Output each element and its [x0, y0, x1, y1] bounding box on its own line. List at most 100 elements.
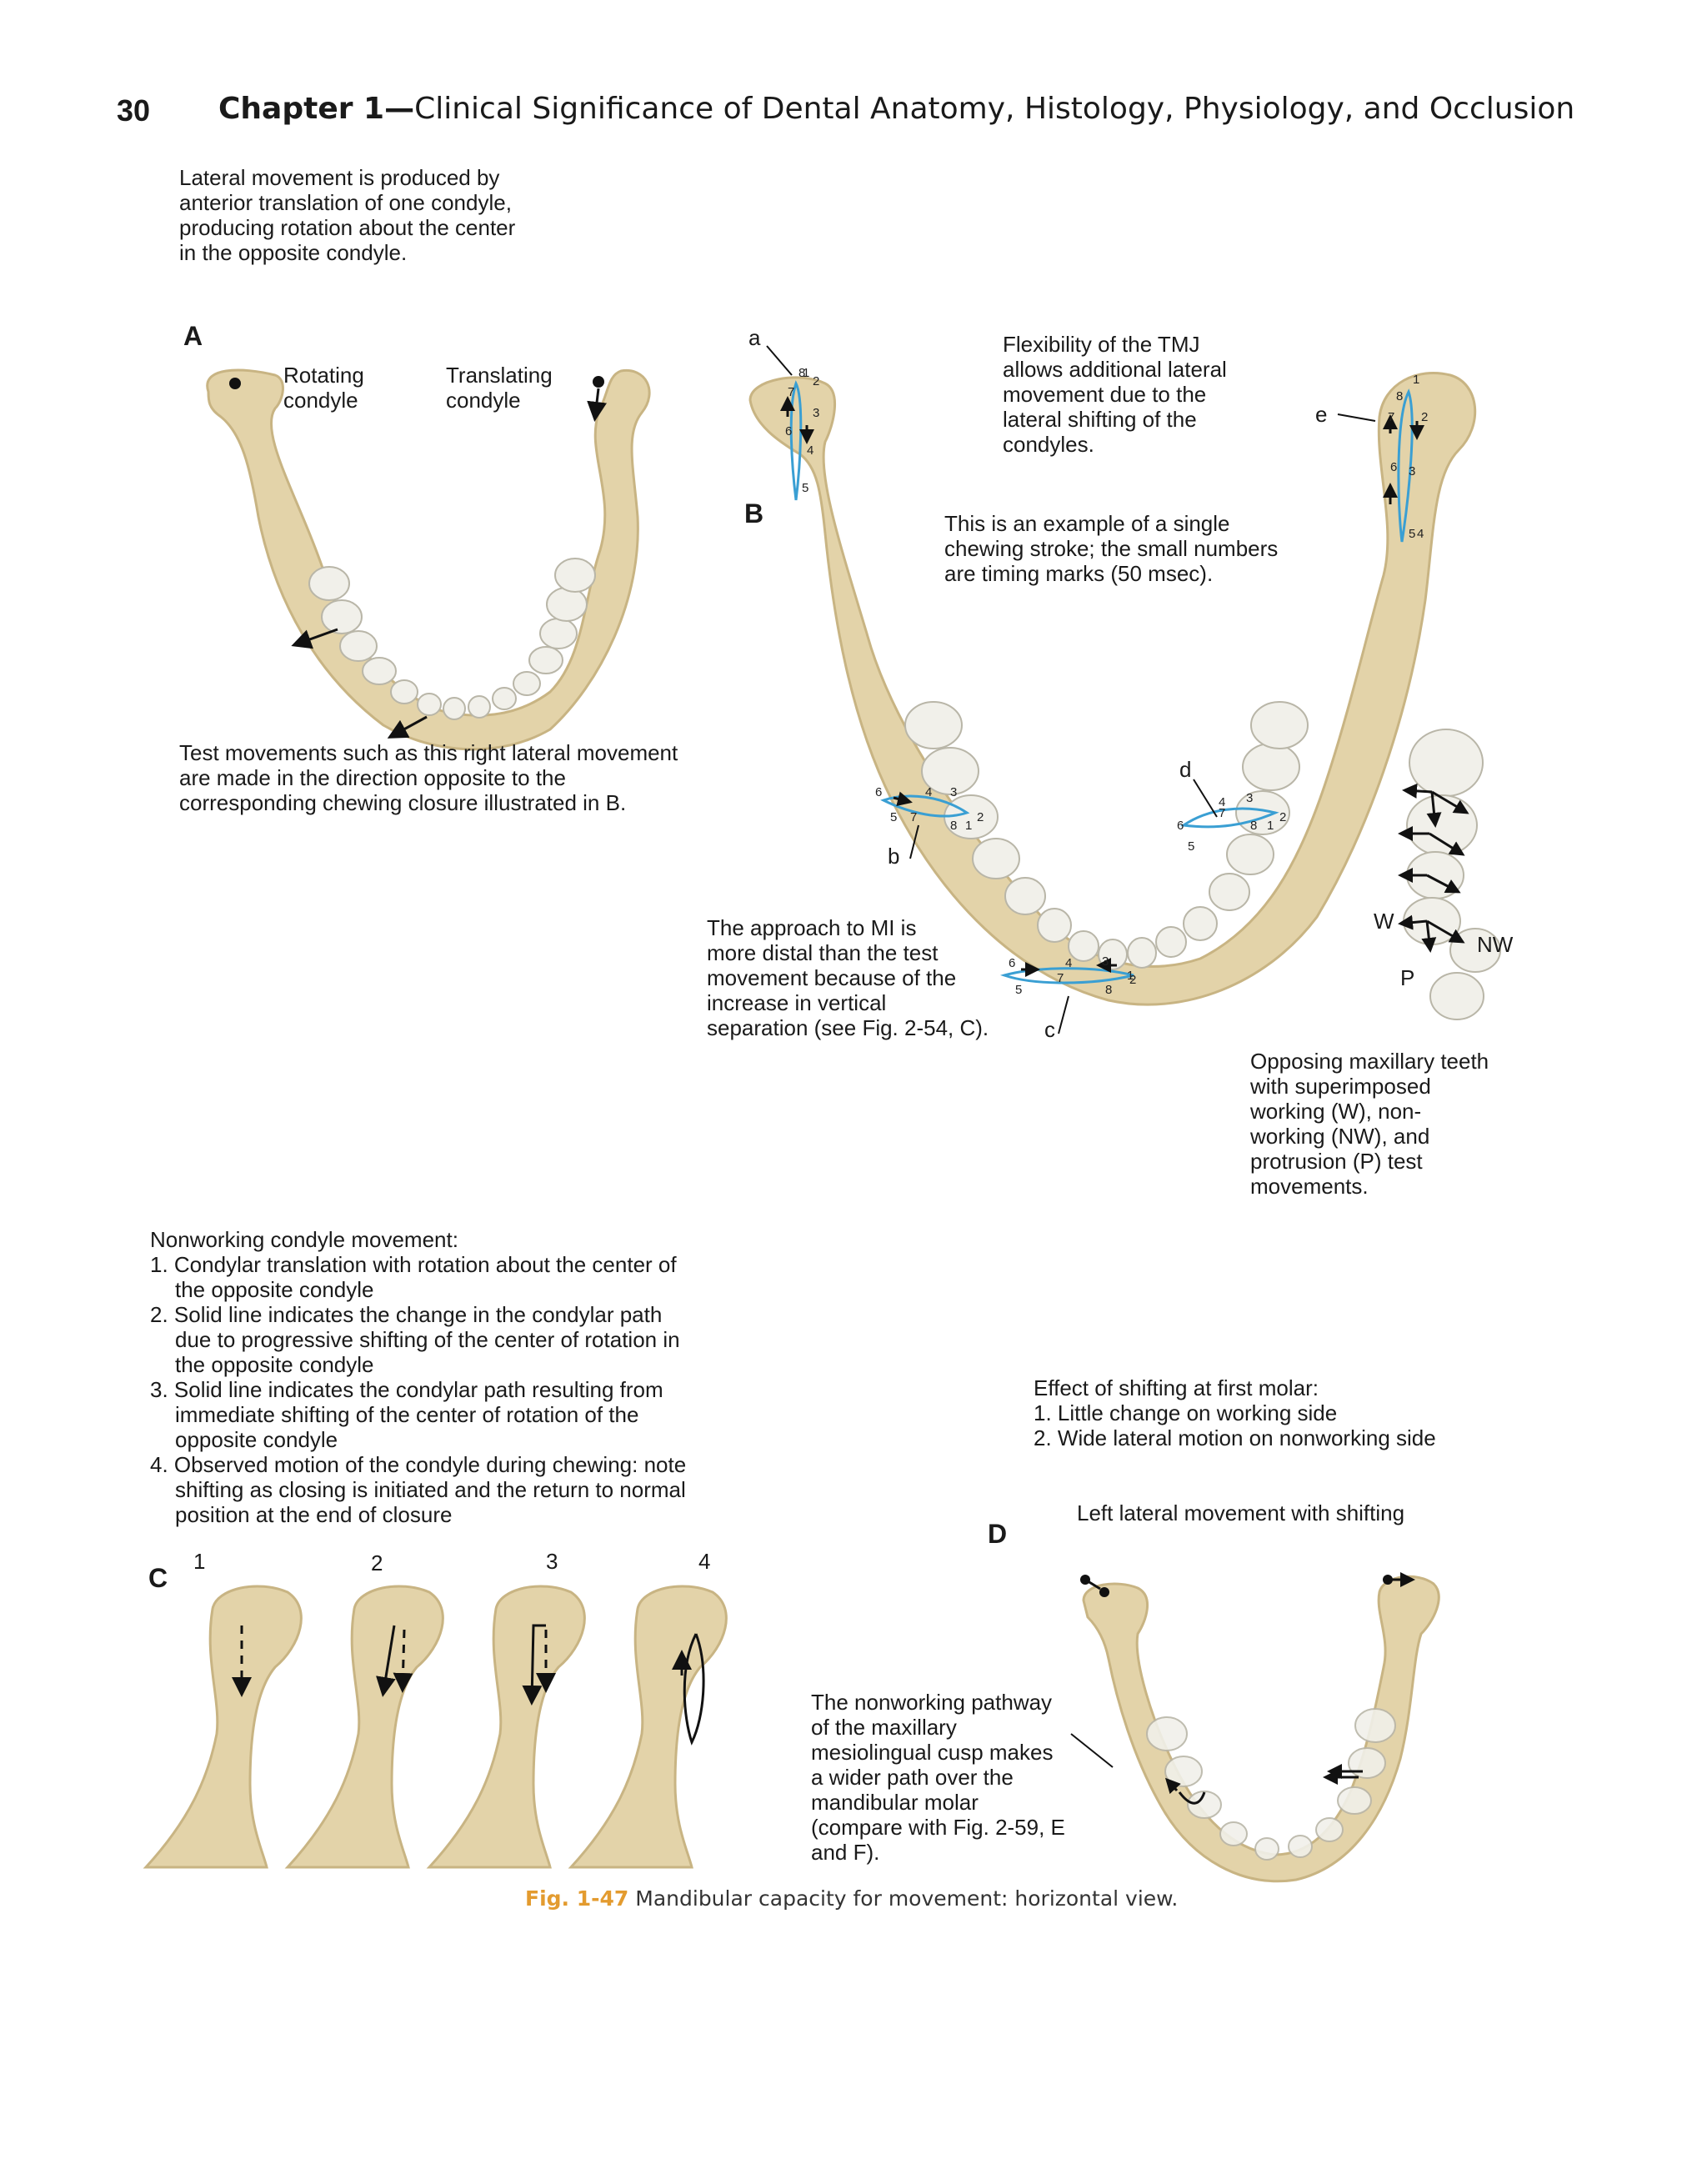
path-label-b: b — [888, 844, 900, 869]
chapter-title: Clinical Significance of Dental Anatomy,… — [414, 92, 1575, 126]
text-line: condyles. — [1003, 432, 1094, 457]
condyle-number-3: 3 — [546, 1549, 558, 1574]
timing-mark: 3 — [950, 785, 957, 799]
timing-mark: 8 — [1250, 819, 1257, 833]
effect-of-shifting-text: Effect of shifting at first molar: 1. Li… — [1034, 1375, 1436, 1450]
timing-mark: 6 — [1390, 460, 1397, 474]
condyle-number-4: 4 — [698, 1549, 711, 1574]
intro-line: in the opposite condyle. — [179, 240, 408, 265]
condyle-number-1: 1 — [193, 1549, 206, 1574]
chapter-heading: Chapter 1—Clinical Significance of Denta… — [218, 92, 1574, 126]
timing-mark: 3 — [1102, 954, 1109, 969]
flexibility-text: Flexibility of the TMJ allows additional… — [1003, 332, 1227, 457]
timing-mark: 6 — [785, 424, 792, 438]
timing-mark: 1 — [1267, 819, 1274, 833]
timing-mark: 8 — [1396, 389, 1403, 403]
timing-mark: 3 — [1246, 791, 1253, 805]
nonworking-list: 1. Condylar translation with rotation ab… — [150, 1252, 700, 1527]
panel-letter-a: A — [183, 321, 203, 351]
list-item: 4. Observed motion of the condyle during… — [150, 1452, 687, 1527]
text-line: separation (see Fig. 2-54, C). — [707, 1015, 989, 1040]
path-label-a: a — [748, 325, 761, 350]
text-line: more distal than the test — [707, 940, 939, 965]
text-line: Opposing maxillary teeth — [1250, 1049, 1489, 1074]
working-label: W — [1374, 909, 1394, 934]
timing-mark: 7 — [1388, 410, 1394, 424]
text-line: of the maxillary — [811, 1715, 957, 1740]
list-item: 2. Solid line indicates the change in th… — [150, 1302, 680, 1377]
intro-line: producing rotation about the center — [179, 215, 516, 240]
timing-mark: 4 — [1417, 527, 1424, 541]
path-label-d: d — [1179, 757, 1192, 782]
intro-line: Lateral movement is produced by — [179, 165, 500, 190]
left-lateral-label: Left lateral movement with shifting — [1077, 1500, 1405, 1525]
panel-letter-d: D — [988, 1519, 1008, 1549]
intro-text: Lateral movement is produced by anterior… — [179, 165, 515, 265]
timing-mark: 5 — [1015, 983, 1022, 997]
timing-mark: 1 — [965, 819, 972, 833]
path-label-c: c — [1044, 1017, 1055, 1042]
maxillary-teeth — [1398, 729, 1501, 1020]
figure-label: Fig. 1-47 — [525, 1886, 629, 1911]
panel-letter-c: C — [148, 1563, 168, 1593]
text-line: with superimposed — [1250, 1074, 1431, 1099]
panel-letter-b: B — [744, 498, 764, 528]
text-line: protrusion (P) test — [1250, 1149, 1423, 1174]
label-line: Translating — [446, 363, 553, 388]
path-label-e: e — [1315, 402, 1328, 427]
intro-line: anterior translation of one condyle, — [179, 190, 512, 215]
chewing-stroke-text: This is an example of a single chewing s… — [944, 511, 1278, 586]
timing-mark: 2 — [1279, 810, 1286, 824]
text-line: increase in vertical — [707, 990, 887, 1015]
timing-mark: 7 — [1219, 806, 1225, 820]
figure-caption: Fig. 1-47 Mandibular capacity for moveme… — [525, 1886, 1178, 1911]
timing-mark: 5 — [802, 481, 808, 495]
text-line: working (W), non- — [1250, 1099, 1422, 1124]
timing-mark: 7 — [1057, 971, 1064, 985]
list-title: Nonworking condyle movement: — [150, 1227, 458, 1252]
text-line: are made in the direction opposite to th… — [179, 765, 566, 790]
list-item: 3. Solid line indicates the condylar pat… — [150, 1377, 663, 1452]
nonworking-condyle-text: Nonworking condyle movement: 1. Condylar… — [150, 1227, 700, 1527]
timing-mark: 4 — [1065, 956, 1072, 970]
timing-mark: 8 — [950, 819, 957, 833]
timing-mark: 4 — [925, 785, 932, 799]
timing-mark: 5 — [1409, 527, 1415, 541]
text-line: movement because of the — [707, 965, 957, 990]
timing-mark: 2 — [1129, 973, 1136, 987]
timing-mark: 6 — [1009, 956, 1015, 970]
opposing-teeth-text: Opposing maxillary teeth with superimpos… — [1250, 1049, 1489, 1199]
text-line: and F). — [811, 1840, 880, 1865]
label-line: condyle — [283, 388, 358, 413]
timing-mark: 8 — [1105, 983, 1112, 997]
mandible-b — [748, 345, 1477, 1034]
page-number: 30 — [117, 93, 151, 128]
text-line: Test movements such as this right latera… — [179, 740, 678, 765]
text-line: mesiolingual cusp makes — [811, 1740, 1054, 1765]
timing-mark: 4 — [807, 443, 813, 458]
text-line: (compare with Fig. 2-59, E — [811, 1815, 1065, 1840]
rotating-condyle-label: Rotating condyle — [283, 363, 364, 413]
text-line: The nonworking pathway — [811, 1690, 1053, 1715]
chapter-label: Chapter 1— — [218, 92, 415, 126]
text-line: allows additional lateral — [1003, 357, 1227, 382]
text-line: This is an example of a single — [944, 511, 1230, 536]
timing-mark: 3 — [1409, 464, 1415, 478]
timing-mark: 6 — [875, 785, 882, 799]
test-movements-text: Test movements such as this right latera… — [179, 740, 678, 815]
timing-mark: 2 — [813, 374, 819, 388]
label-line: Rotating — [283, 363, 364, 388]
text-line: chewing stroke; the small numbers — [944, 536, 1279, 561]
label-line: condyle — [446, 388, 521, 413]
caption-text: Mandibular capacity for movement: horizo… — [635, 1886, 1179, 1911]
timing-mark: 4 — [1219, 795, 1225, 809]
text-line: a wider path over the — [811, 1765, 1014, 1790]
timing-mark: 1 — [1127, 969, 1134, 983]
timing-mark: 7 — [910, 810, 917, 824]
text-line: Effect of shifting at first molar: — [1034, 1375, 1319, 1400]
text-line: Flexibility of the TMJ — [1003, 332, 1200, 357]
timing-mark: 6 — [1177, 819, 1184, 833]
timing-mark: 1 — [803, 366, 809, 380]
text-line: corresponding chewing closure illustrate… — [179, 790, 627, 815]
